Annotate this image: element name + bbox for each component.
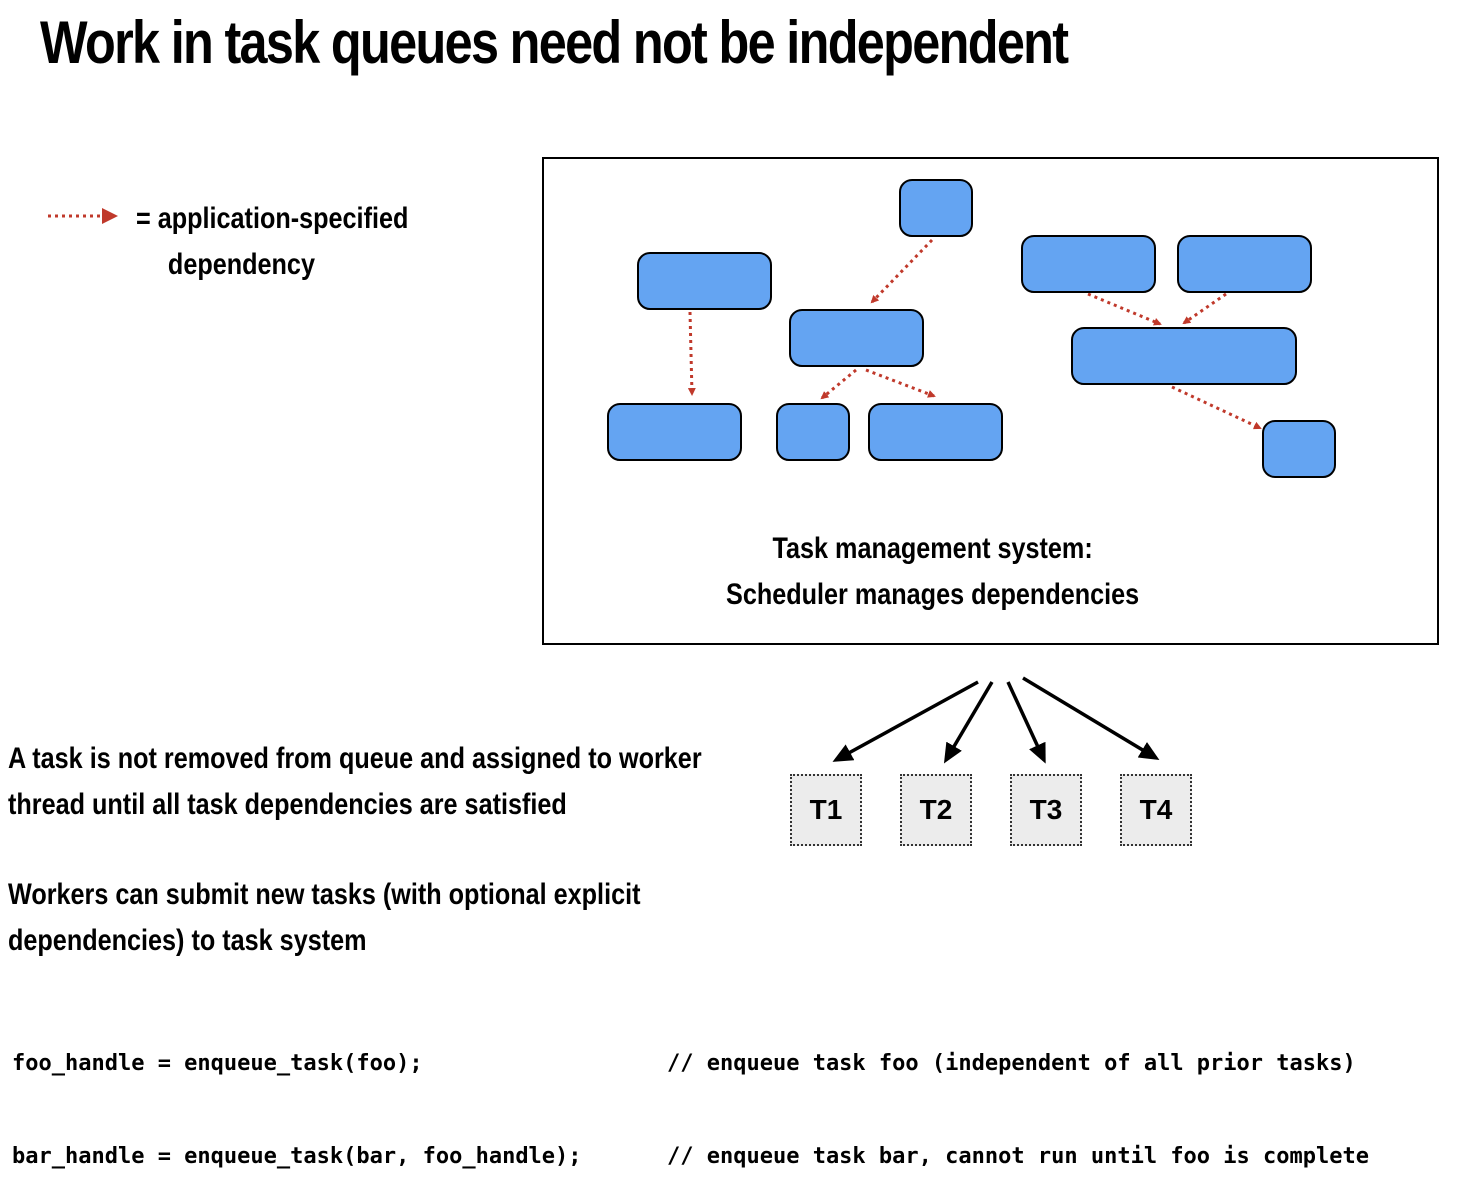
task-node xyxy=(789,309,924,367)
code-snippet: foo_handle = enqueue_task(foo); // enqueu… xyxy=(12,986,1369,1203)
worker-thread-t1: T1 xyxy=(790,774,862,846)
task-node xyxy=(607,403,742,461)
note-assignment: A task is not removed from queue and ass… xyxy=(8,736,702,828)
dependency-arrow-icon xyxy=(48,208,118,224)
note-assignment-line-1: A task is not removed from queue and ass… xyxy=(8,742,702,775)
worker-thread-t4: T4 xyxy=(1120,774,1192,846)
code-line-2: bar_handle = enqueue_task(bar, foo_handl… xyxy=(12,1144,582,1169)
panel-caption-line-1: Task management system: xyxy=(772,532,1093,565)
legend-line-2: dependency xyxy=(167,248,315,281)
dispatch-arrow xyxy=(1006,681,1046,764)
note-submission-line-2: dependencies) to task system xyxy=(8,924,367,957)
slide-title: Work in task queues need not be independ… xyxy=(40,9,1069,76)
dispatch-arrow xyxy=(943,681,994,764)
dispatch-arrow xyxy=(1022,676,1160,761)
dependency-arrow xyxy=(870,238,934,304)
dependency-arrow xyxy=(865,368,936,398)
task-node xyxy=(1071,327,1297,385)
dependency-arrow xyxy=(820,368,857,400)
task-node xyxy=(1021,235,1156,293)
worker-thread-t3: T3 xyxy=(1010,774,1082,846)
task-node xyxy=(868,403,1003,461)
legend-label: = application-specified dependency xyxy=(136,196,408,288)
task-node xyxy=(899,179,973,237)
code-comment-2: // enqueue task bar, cannot run until fo… xyxy=(667,1144,1369,1169)
task-node xyxy=(1177,235,1312,293)
panel-caption: Task management system: Scheduler manage… xyxy=(542,526,1323,618)
dependency-arrow xyxy=(687,311,696,396)
task-dependency-diagram xyxy=(607,179,1336,764)
note-submission: Workers can submit new tasks (with optio… xyxy=(8,872,640,964)
worker-thread-t2: T2 xyxy=(900,774,972,846)
dependency-arrow xyxy=(1182,292,1227,325)
task-node xyxy=(1262,420,1336,478)
legend-line-1: = application-specified xyxy=(136,202,409,235)
dispatch-arrow xyxy=(832,680,979,762)
dependency-arrow xyxy=(1087,292,1162,326)
dependency-arrow xyxy=(1171,385,1262,430)
code-comment-1: // enqueue task foo (independent of all … xyxy=(667,1051,1356,1076)
panel-caption-line-2: Scheduler manages dependencies xyxy=(726,578,1140,611)
task-node xyxy=(637,252,772,310)
code-line-1: foo_handle = enqueue_task(foo); xyxy=(12,1051,423,1076)
note-assignment-line-2: thread until all task dependencies are s… xyxy=(8,788,567,821)
note-submission-line-1: Workers can submit new tasks (with optio… xyxy=(8,878,641,911)
task-node xyxy=(776,403,850,461)
task-system-panel xyxy=(542,157,1439,645)
